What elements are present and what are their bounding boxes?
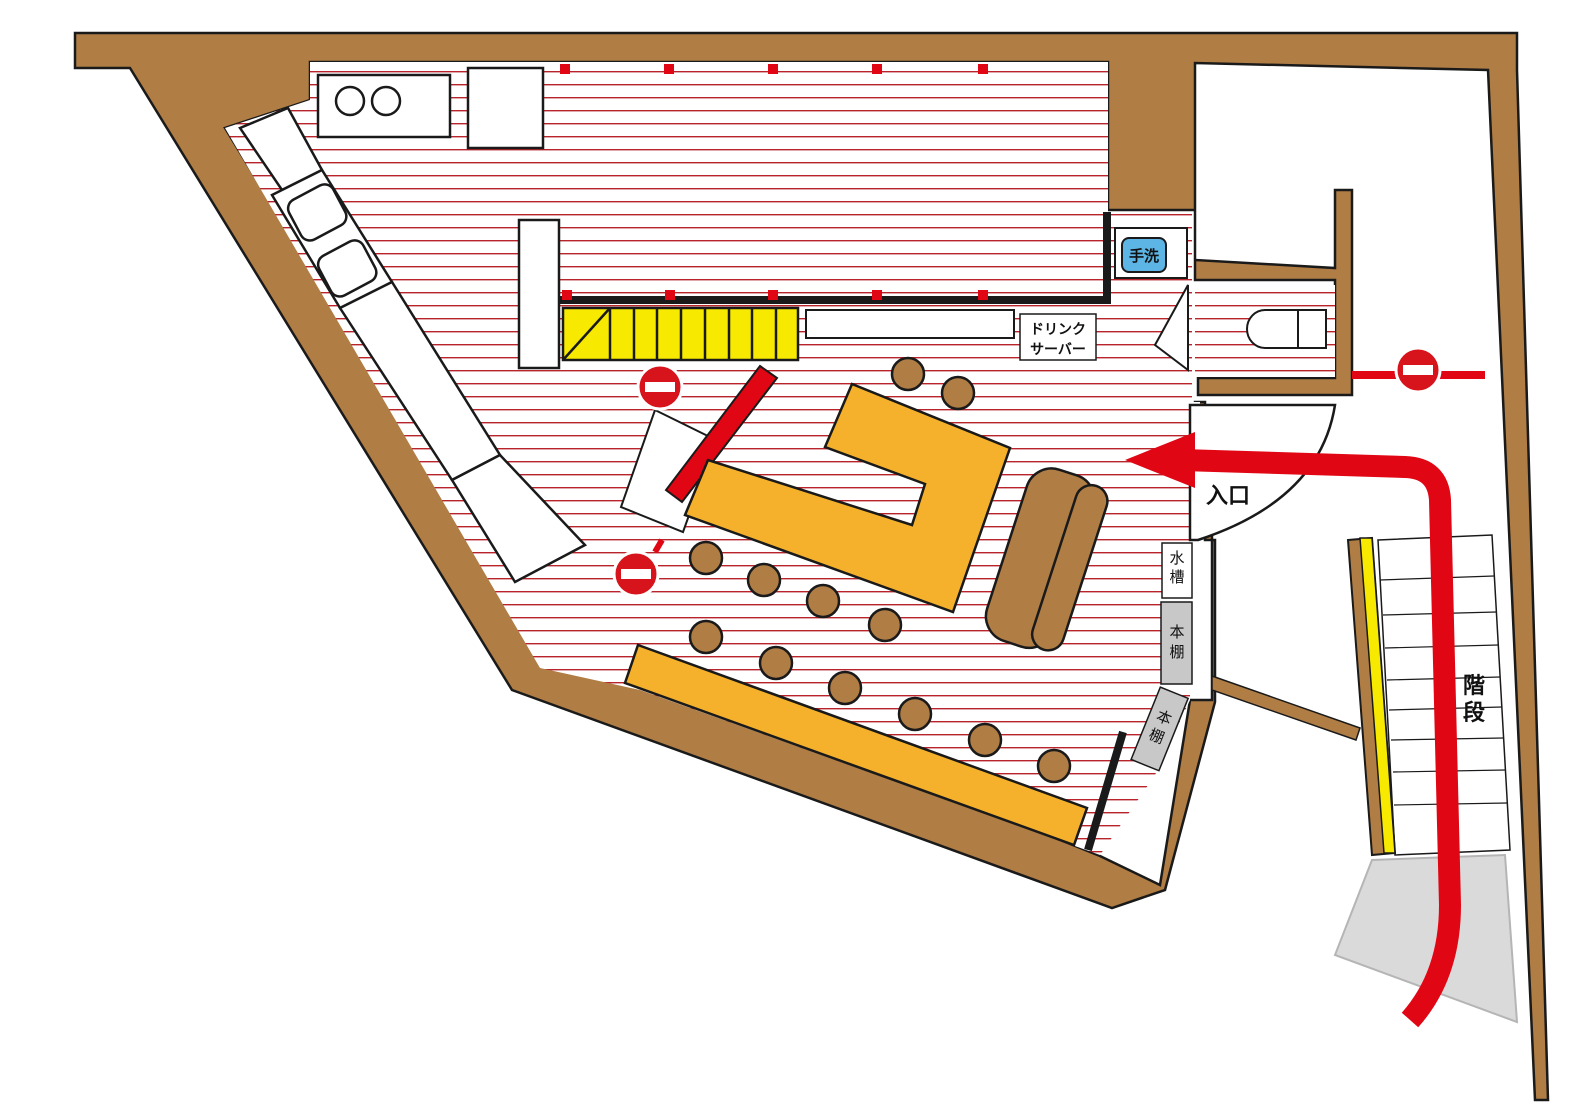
stool [1036,748,1072,784]
landing [1333,853,1519,1024]
stool [827,670,863,706]
kitchen-counter [238,106,588,584]
stairs-label-1: 階 [1463,674,1485,699]
water-tank-label-1: 水 [1169,549,1184,567]
bookshelf-a-label-2: 棚 [1169,643,1184,661]
stool [890,356,926,392]
toilet-door [1153,284,1189,373]
black-bar [1084,730,1127,852]
partition-post [517,218,561,370]
bookshelf-b-label-2: 棚 [1146,725,1167,747]
stool [967,722,1003,758]
hand-wash-basin [1121,237,1167,273]
drink-counter [805,309,1015,339]
kitchen-box [466,66,545,150]
route-line [1181,449,1461,1028]
arrow-left-icon [1125,432,1195,488]
bookshelf-b-label-1: 本 [1154,707,1175,729]
stool [805,583,841,619]
no-entry-icon [636,363,684,411]
stools [688,356,1072,784]
stove [316,73,452,139]
wall-counter [623,643,1089,847]
red-markers [560,64,988,300]
stool [940,375,976,411]
stool [897,696,933,732]
water-tank-label-2: 槽 [1169,568,1184,586]
water-tank [1161,542,1193,599]
no-entry-icon [612,550,660,598]
railing [1211,674,1361,741]
sofa [984,467,1109,652]
bookshelf-a-label-1: 本 [1169,623,1184,641]
stool [746,562,782,598]
bookshelf-b: 本 棚 [1130,686,1190,772]
red-barrier [664,364,779,504]
u-counter [683,382,1012,614]
stool [688,619,724,655]
partition-wall [560,296,1108,304]
outside-stairs [1346,534,1511,857]
stool [867,607,903,643]
stairs-label-2: 段 [1463,700,1485,726]
bookshelf-a [1160,601,1193,685]
hand-wash-label: 手洗 [1129,247,1159,265]
drink-server-label-2: サーバー [1030,342,1086,358]
entrance-label: 入口 [1206,484,1250,509]
yellow-stairs [561,306,800,362]
drink-server-box [1019,313,1097,361]
no-entry-icon [1394,346,1442,394]
red-dash [652,538,665,554]
toilet-icon [1246,309,1327,349]
stool [688,540,724,576]
drink-server-label-1: ドリンク [1030,322,1086,338]
stool [758,645,794,681]
